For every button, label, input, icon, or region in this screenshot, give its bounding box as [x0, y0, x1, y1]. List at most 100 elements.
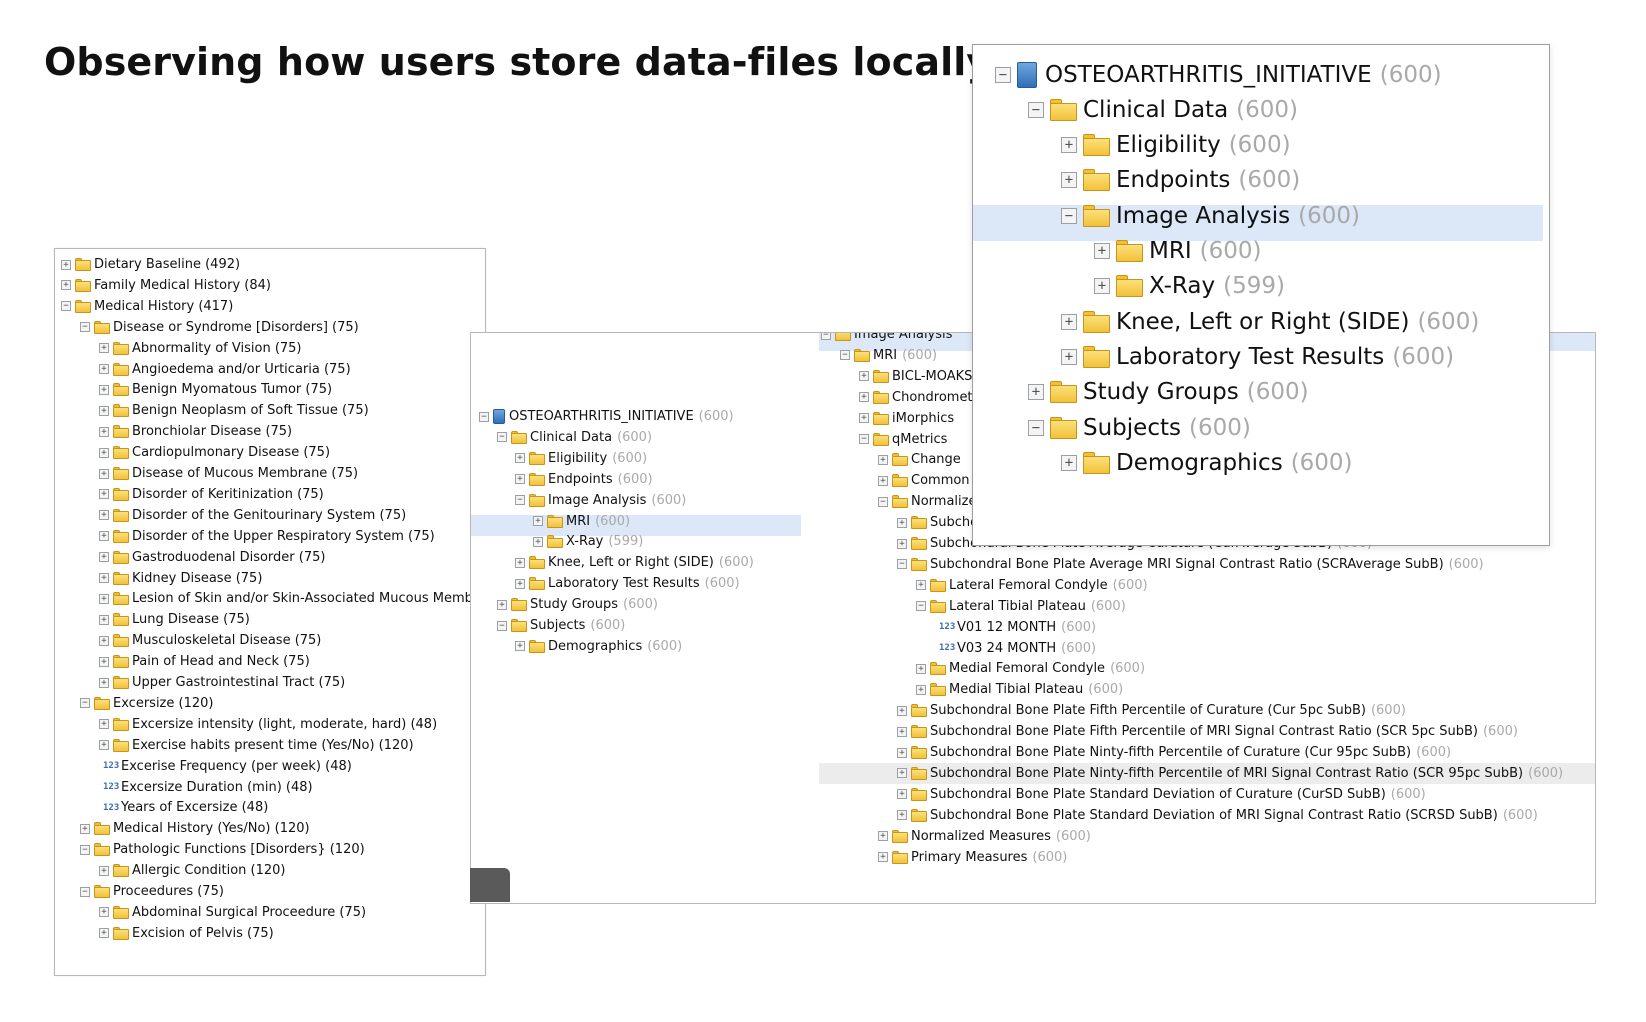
expand-icon[interactable]: + [99, 635, 109, 646]
expand-icon[interactable]: + [99, 593, 109, 604]
tree-item-exercise-habits-present-time-yes-no-120[interactable]: +Exercise habits present time (Yes/No) (… [99, 735, 414, 756]
expand-icon[interactable]: + [1061, 348, 1077, 365]
tree-item-x-ray[interactable]: +X-Ray(599) [533, 531, 643, 552]
tree-item-lesion-of-skin-and-or-skin-associated-mu[interactable]: +Lesion of Skin and/or Skin-Associated M… [99, 588, 485, 609]
expand-icon[interactable]: + [99, 656, 109, 667]
expand-icon[interactable]: + [99, 677, 109, 688]
expand-icon[interactable]: + [1061, 313, 1077, 330]
tree-item-proceedures-75[interactable]: −Proceedures (75) [80, 881, 224, 902]
tree-item-subchondral-bone-plate-ninty-fifth-perce[interactable]: +Subchondral Bone Plate Ninty-fifth Perc… [897, 742, 1451, 763]
tree-item-mri[interactable]: −MRI(600) [840, 345, 937, 366]
expand-icon[interactable]: + [878, 831, 888, 842]
collapse-icon[interactable]: − [878, 496, 888, 507]
expand-icon[interactable]: + [878, 852, 888, 862]
expand-icon[interactable]: + [61, 259, 71, 270]
tree-item-demographics[interactable]: +Demographics(600) [515, 636, 682, 657]
tree-item-imorphics[interactable]: +iMorphics [859, 408, 954, 429]
tree-item-study-groups[interactable]: +Study Groups(600) [1028, 375, 1309, 410]
collapse-icon[interactable]: − [479, 411, 489, 422]
expand-icon[interactable]: + [99, 426, 109, 437]
expand-icon[interactable]: + [515, 557, 525, 568]
tree-item-subchondral-bone-plate-standard-deviatio[interactable]: +Subchondral Bone Plate Standard Deviati… [897, 784, 1426, 805]
tree-item-image-analysis[interactable]: −Image Analysis(600) [515, 490, 686, 511]
expand-icon[interactable]: + [897, 810, 907, 821]
tree-item-benign-neoplasm-of-soft-tissue-75[interactable]: +Benign Neoplasm of Soft Tissue (75) [99, 400, 369, 421]
expand-icon[interactable]: + [859, 392, 869, 403]
tree-item-medical-history-417[interactable]: −Medical History (417) [61, 296, 233, 317]
expand-icon[interactable]: + [99, 384, 109, 395]
collapse-icon[interactable]: − [916, 601, 926, 612]
expand-icon[interactable]: + [897, 517, 907, 528]
tree-item-subchondral-bone-plate-ninty-fifth-perce[interactable]: +Subchondral Bone Plate Ninty-fifth Perc… [897, 763, 1563, 784]
tree-item-endpoints[interactable]: +Endpoints(600) [1061, 163, 1300, 198]
collapse-icon[interactable]: − [80, 844, 90, 855]
tree-item-subjects[interactable]: −Subjects(600) [497, 615, 625, 636]
tree-item-osteoarthritis-initiative[interactable]: −OSTEOARTHRITIS_INITIATIVE(600) [479, 406, 734, 427]
tree-item-demographics[interactable]: +Demographics(600) [1061, 445, 1353, 480]
tree-item-family-medical-history-84[interactable]: +Family Medical History (84) [61, 275, 271, 296]
expand-icon[interactable]: + [533, 516, 543, 526]
tree-item-medial-tibial-plateau[interactable]: +Medial Tibial Plateau(600) [916, 679, 1123, 700]
expand-icon[interactable]: + [99, 364, 109, 374]
expand-icon[interactable]: + [859, 371, 869, 382]
expand-icon[interactable]: + [515, 474, 525, 485]
expand-icon[interactable]: + [99, 740, 109, 751]
expand-icon[interactable]: + [1028, 384, 1044, 401]
tree-item-angioedema-and-or-urticaria-75[interactable]: +Angioedema and/or Urticaria (75) [99, 359, 351, 380]
tree-item-eligibility[interactable]: +Eligibility(600) [515, 448, 647, 469]
tree-item-image-analysis[interactable]: −Image Analysis [821, 333, 952, 345]
tree-item-chondrometrics[interactable]: +Chondrometrics [859, 387, 995, 408]
tree-item-excision-of-pelvis-75[interactable]: +Excision of Pelvis (75) [99, 923, 274, 944]
expand-icon[interactable]: + [80, 823, 90, 834]
tree-item-mri[interactable]: +MRI(600) [1094, 234, 1261, 269]
collapse-icon[interactable]: − [1028, 101, 1044, 118]
tree-item-lung-disease-75[interactable]: +Lung Disease (75) [99, 609, 250, 630]
tree-item-cardiopulmonary-disease-75[interactable]: +Cardiopulmonary Disease (75) [99, 442, 330, 463]
collapse-icon[interactable]: − [821, 333, 831, 340]
tree-item-x-ray[interactable]: +X-Ray(599) [1094, 269, 1285, 304]
tree-item-subchondral-bone-plate-fifth-percentile-[interactable]: +Subchondral Bone Plate Fifth Percentile… [897, 700, 1406, 721]
expand-icon[interactable]: + [497, 599, 507, 610]
tree-item-subchondral-bone-plate-standard-deviatio[interactable]: +Subchondral Bone Plate Standard Deviati… [897, 805, 1538, 826]
expand-icon[interactable]: + [515, 641, 525, 652]
tree-item-gastroduodenal-disorder-75[interactable]: +Gastroduodenal Disorder (75) [99, 547, 325, 568]
expand-icon[interactable]: + [99, 573, 109, 583]
tree-item-bronchiolar-disease-75[interactable]: +Bronchiolar Disease (75) [99, 421, 292, 442]
tree-item-endpoints[interactable]: +Endpoints(600) [515, 469, 653, 490]
tree-item-musculoskeletal-disease-75[interactable]: +Musculoskeletal Disease (75) [99, 630, 321, 651]
expand-icon[interactable]: + [99, 531, 109, 542]
tree-item-knee-left-or-right-side[interactable]: +Knee, Left or Right (SIDE)(600) [1061, 304, 1479, 339]
expand-icon[interactable]: + [99, 447, 109, 458]
tree-item-lateral-femoral-condyle[interactable]: +Lateral Femoral Condyle(600) [916, 575, 1148, 596]
tree-item-knee-left-or-right-side[interactable]: +Knee, Left or Right (SIDE)(600) [515, 552, 754, 573]
tree-item-excersize-120[interactable]: −Excersize (120) [80, 693, 213, 714]
expand-icon[interactable]: + [99, 489, 109, 500]
tree-item-kidney-disease-75[interactable]: +Kidney Disease (75) [99, 568, 262, 589]
tree-item-lateral-tibial-plateau[interactable]: −Lateral Tibial Plateau(600) [916, 596, 1126, 617]
expand-icon[interactable]: + [916, 580, 926, 591]
tree-item-excersize-intensity-light-moderate-hard-[interactable]: +Excersize intensity (light, moderate, h… [99, 714, 437, 735]
expand-icon[interactable]: + [897, 768, 907, 779]
collapse-icon[interactable]: − [897, 559, 907, 570]
tree-item-disorder-of-the-upper-respiratory-system[interactable]: +Disorder of the Upper Respiratory Syste… [99, 526, 435, 547]
expand-icon[interactable]: + [61, 280, 71, 291]
expand-icon[interactable]: + [533, 536, 543, 547]
tree-item-osteoarthritis-initiative[interactable]: −OSTEOARTHRITIS_INITIATIVE(600) [995, 57, 1442, 92]
expand-icon[interactable]: + [99, 552, 109, 563]
tree-item-medical-history-yes-no-120[interactable]: +Medical History (Yes/No) (120) [80, 818, 310, 839]
tree-item-dietary-baseline-492[interactable]: +Dietary Baseline (492) [61, 254, 240, 275]
tree-item-disease-or-syndrome-disorders-75[interactable]: −Disease or Syndrome [Disorders] (75) [80, 317, 359, 338]
expand-icon[interactable]: + [878, 454, 888, 465]
tree-item-eligibility[interactable]: +Eligibility(600) [1061, 128, 1291, 163]
tree-item-laboratory-test-results[interactable]: +Laboratory Test Results(600) [1061, 339, 1454, 374]
tree-item-subchondral-bone-plate-fifth-percentile-[interactable]: +Subchondral Bone Plate Fifth Percentile… [897, 721, 1518, 742]
tree-item-common[interactable]: +Common [878, 470, 970, 491]
expand-icon[interactable]: + [859, 413, 869, 424]
expand-icon[interactable]: + [1094, 243, 1110, 259]
tree-item-upper-gastrointestinal-tract-75[interactable]: +Upper Gastrointestinal Tract (75) [99, 672, 345, 693]
expand-icon[interactable]: + [897, 726, 907, 737]
expand-icon[interactable]: + [897, 538, 907, 549]
